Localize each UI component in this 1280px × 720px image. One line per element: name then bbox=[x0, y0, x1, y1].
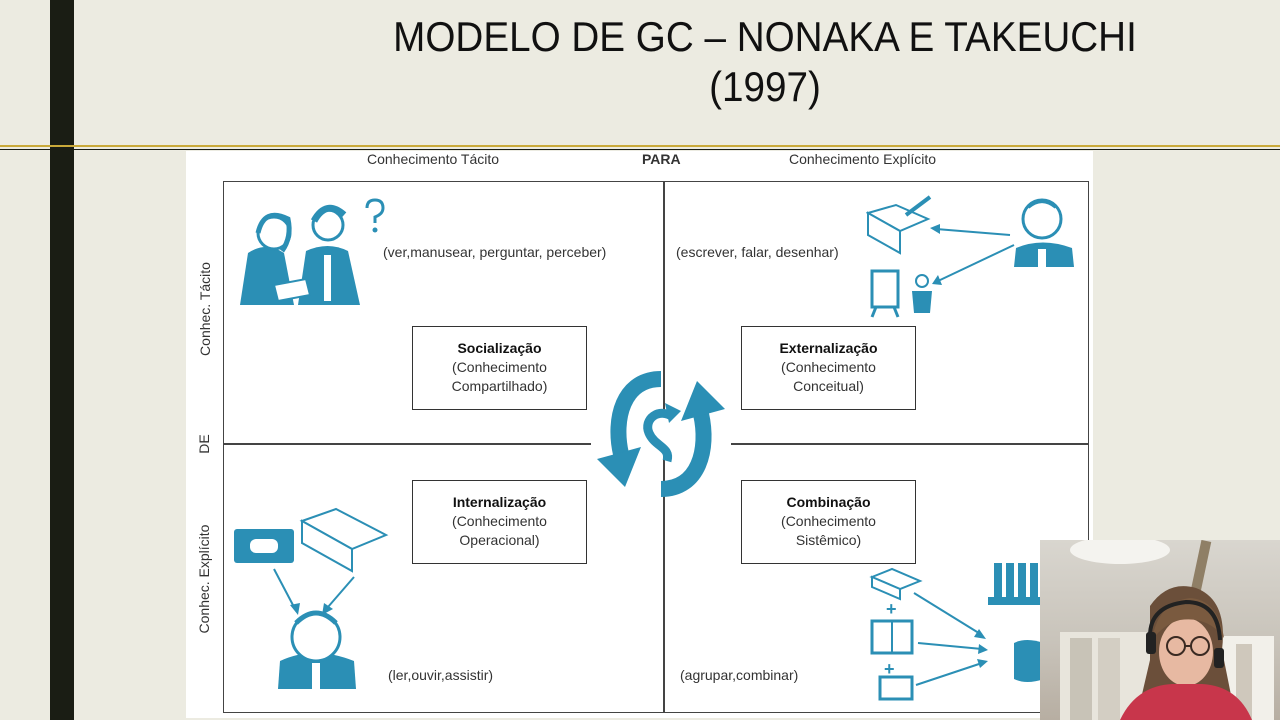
title-rule-gold bbox=[0, 145, 1280, 147]
svg-text:+: + bbox=[884, 659, 895, 679]
two-people-icon bbox=[240, 204, 360, 305]
header-explicit: Conhecimento Explícito bbox=[789, 151, 937, 167]
externalization-activities: (escrever, falar, desenhar) bbox=[676, 244, 839, 260]
combination-activities: (agrupar,combinar) bbox=[680, 667, 799, 683]
video-book-reader-icon bbox=[234, 507, 389, 689]
socialization-subtitle-2: Compartilhado) bbox=[451, 378, 548, 394]
books-database-icon: + + bbox=[869, 563, 1044, 701]
title-line-1: MODELO DE GC – NONAKA E TAKEUCHI bbox=[393, 13, 1137, 60]
internalization-box: Internalização (Conhecimento Operacional… bbox=[412, 480, 587, 564]
slide-title: MODELO DE GC – NONAKA E TAKEUCHI (1997) bbox=[337, 12, 1193, 112]
internalization-subtitle-2: Operacional) bbox=[459, 532, 540, 548]
svg-text:+: + bbox=[886, 599, 897, 619]
combination-box: Combinação (Conhecimento Sistêmico) bbox=[741, 480, 916, 564]
left-accent-bar bbox=[50, 0, 74, 720]
person-writing-drawing-icon bbox=[866, 195, 1074, 318]
externalization-box: Externalização (Conhecimento Conceitual) bbox=[741, 326, 916, 410]
side-label-explicit: Conhec. Explícito bbox=[196, 524, 212, 634]
circular-arrows-icon bbox=[591, 371, 731, 497]
externalization-subtitle-1: (Conhecimento bbox=[781, 359, 876, 375]
externalization-subtitle-2: Conceitual) bbox=[793, 378, 864, 394]
socialization-box: Socialização (Conhecimento Compartilhado… bbox=[412, 326, 587, 410]
socialization-subtitle-1: (Conhecimento bbox=[452, 359, 547, 375]
internalization-title: Internalização bbox=[452, 494, 547, 510]
seci-diagram: Conhecimento Tácito PARA Conhecimento Ex… bbox=[186, 151, 1093, 718]
side-label-tacit: Conhec. Tácito bbox=[197, 262, 213, 356]
combination-subtitle-2: Sistêmico) bbox=[795, 532, 862, 548]
title-line-2: (1997) bbox=[709, 63, 821, 110]
internalization-subtitle-1: (Conhecimento bbox=[452, 513, 547, 529]
title-rule-dark bbox=[0, 149, 1280, 150]
webcam-overlay bbox=[1040, 540, 1280, 720]
header-para: PARA bbox=[642, 151, 681, 167]
diagram-frame bbox=[223, 181, 1089, 713]
question-mark-icon bbox=[365, 198, 385, 233]
combination-title: Combinação bbox=[786, 494, 871, 510]
socialization-activities: (ver,manusear, perguntar, perceber) bbox=[383, 244, 607, 260]
externalization-title: Externalização bbox=[779, 340, 878, 356]
combination-subtitle-1: (Conhecimento bbox=[781, 513, 876, 529]
header-tacit: Conhecimento Tácito bbox=[367, 151, 500, 167]
socialization-title: Socialização bbox=[457, 340, 542, 356]
side-label-de: DE bbox=[196, 434, 212, 454]
internalization-activities: (ler,ouvir,assistir) bbox=[388, 667, 494, 683]
person-with-headset-icon bbox=[1060, 540, 1274, 720]
